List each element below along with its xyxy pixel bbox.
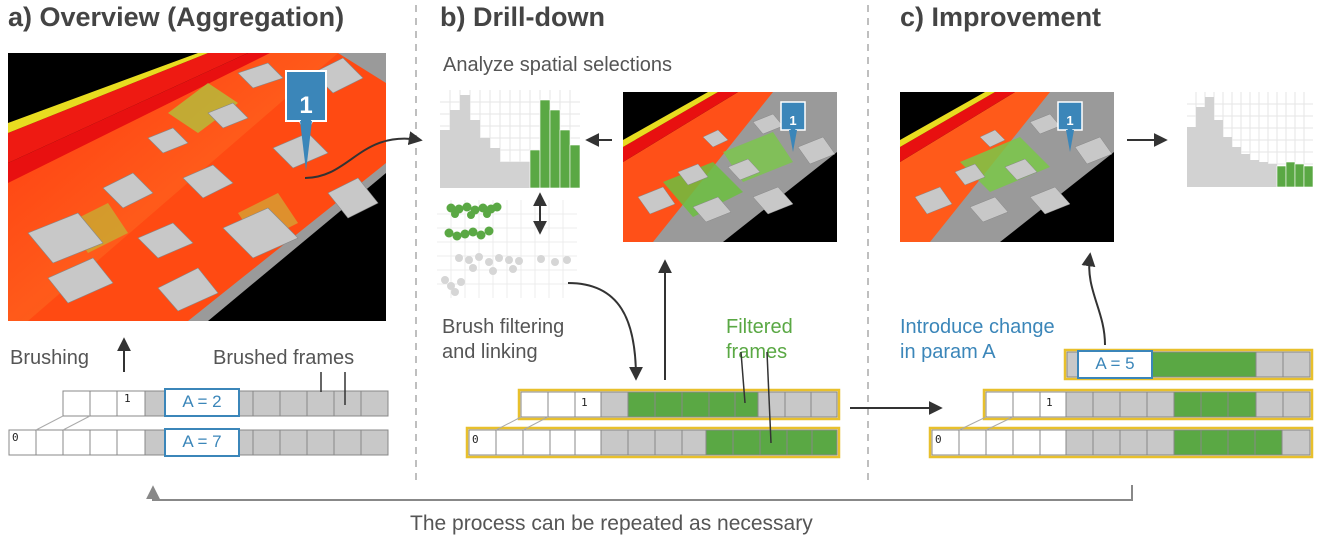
analyze-label: Analyze spatial selections xyxy=(443,54,673,76)
filtered-line1: Filtered xyxy=(726,316,793,338)
timeline-b-bottom[interactable] xyxy=(465,426,841,459)
frame-index-b-top: 1 xyxy=(581,396,588,409)
repeat-loop-arrow-icon xyxy=(146,485,1133,501)
title-overview: a) Overview (Aggregation) xyxy=(8,2,345,32)
brush-filtering-label: Brush filtering and linking xyxy=(442,315,564,365)
hist-bar xyxy=(1259,162,1268,187)
improvement-histogram[interactable] xyxy=(1187,92,1313,187)
hist-bar xyxy=(480,138,490,188)
overview-to-histogram-arrow-icon xyxy=(304,131,423,179)
hist-bar xyxy=(450,110,460,188)
hist-bar xyxy=(1268,164,1277,187)
hist-bar xyxy=(460,95,470,188)
hist-bar xyxy=(470,120,480,188)
hist-bar xyxy=(520,162,530,188)
filtered-pointer-1 xyxy=(740,351,746,404)
hist-bar xyxy=(1223,137,1232,187)
pin-label-overview: 1 xyxy=(299,92,312,119)
hist-bar xyxy=(440,130,450,188)
hist-bar xyxy=(490,148,500,188)
timeline-c-top[interactable] xyxy=(1063,348,1314,381)
brushed-frames-label: Brushed frames xyxy=(213,347,355,369)
introduce-change-label: Introduce change in param A xyxy=(900,315,1055,365)
hist-bar xyxy=(510,162,520,188)
hist-bar-selected xyxy=(1303,165,1313,187)
brush-filtering-line1: Brush filtering xyxy=(442,316,565,338)
frame-index-c-bottom: 0 xyxy=(935,433,942,446)
introduce-line2: in param A xyxy=(900,341,996,363)
drilldown-simulation-view[interactable]: 1 xyxy=(623,92,837,242)
filter-to-timeline-arrow-icon xyxy=(567,282,643,381)
hist-bar xyxy=(1241,154,1250,187)
param-a-bottom[interactable]: A = 7 xyxy=(164,428,240,457)
process-caption: The process can be repeated as necessary xyxy=(410,512,813,535)
drilldown-scatterplot[interactable] xyxy=(437,200,577,298)
hist-bar xyxy=(1196,107,1205,187)
drilldown-histogram[interactable] xyxy=(440,90,580,188)
frame-index-b-bottom: 0 xyxy=(472,433,479,446)
frame-index-c-middle: 1 xyxy=(1046,396,1053,409)
title-improvement: c) Improvement xyxy=(900,2,1102,32)
hist-bar-selected xyxy=(569,144,580,188)
hist-bar xyxy=(1214,120,1223,187)
overview-simulation-view[interactable]: 1 xyxy=(8,53,386,321)
pin-label-improvement: 1 xyxy=(1066,113,1073,128)
brush-filtering-line2: and linking xyxy=(442,341,538,363)
filtered-pointer-2 xyxy=(766,351,772,444)
change-to-sim-arrow-icon xyxy=(1081,252,1106,346)
hist-bar xyxy=(1250,160,1259,187)
hist-bar xyxy=(1232,147,1241,187)
title-drilldown: b) Drill-down xyxy=(440,2,605,32)
hist-bar xyxy=(1187,127,1196,187)
brushing-label: Brushing xyxy=(10,347,89,369)
timeline-c-middle[interactable] xyxy=(982,388,1314,421)
improvement-simulation-view[interactable]: 1 xyxy=(900,92,1114,242)
hist-bar xyxy=(500,162,510,188)
pin-label-drilldown: 1 xyxy=(789,113,796,128)
timeline-b-top[interactable] xyxy=(517,388,841,421)
introduce-line1: Introduce change xyxy=(900,316,1055,338)
timeline-c-bottom[interactable] xyxy=(928,426,1314,459)
hist-bar xyxy=(1205,97,1214,187)
frame-index-a-top: 1 xyxy=(124,392,131,405)
param-a-top[interactable]: A = 2 xyxy=(164,388,240,417)
frame-index-a-bottom: 0 xyxy=(12,431,19,444)
param-c-top[interactable]: A = 5 xyxy=(1077,350,1153,379)
